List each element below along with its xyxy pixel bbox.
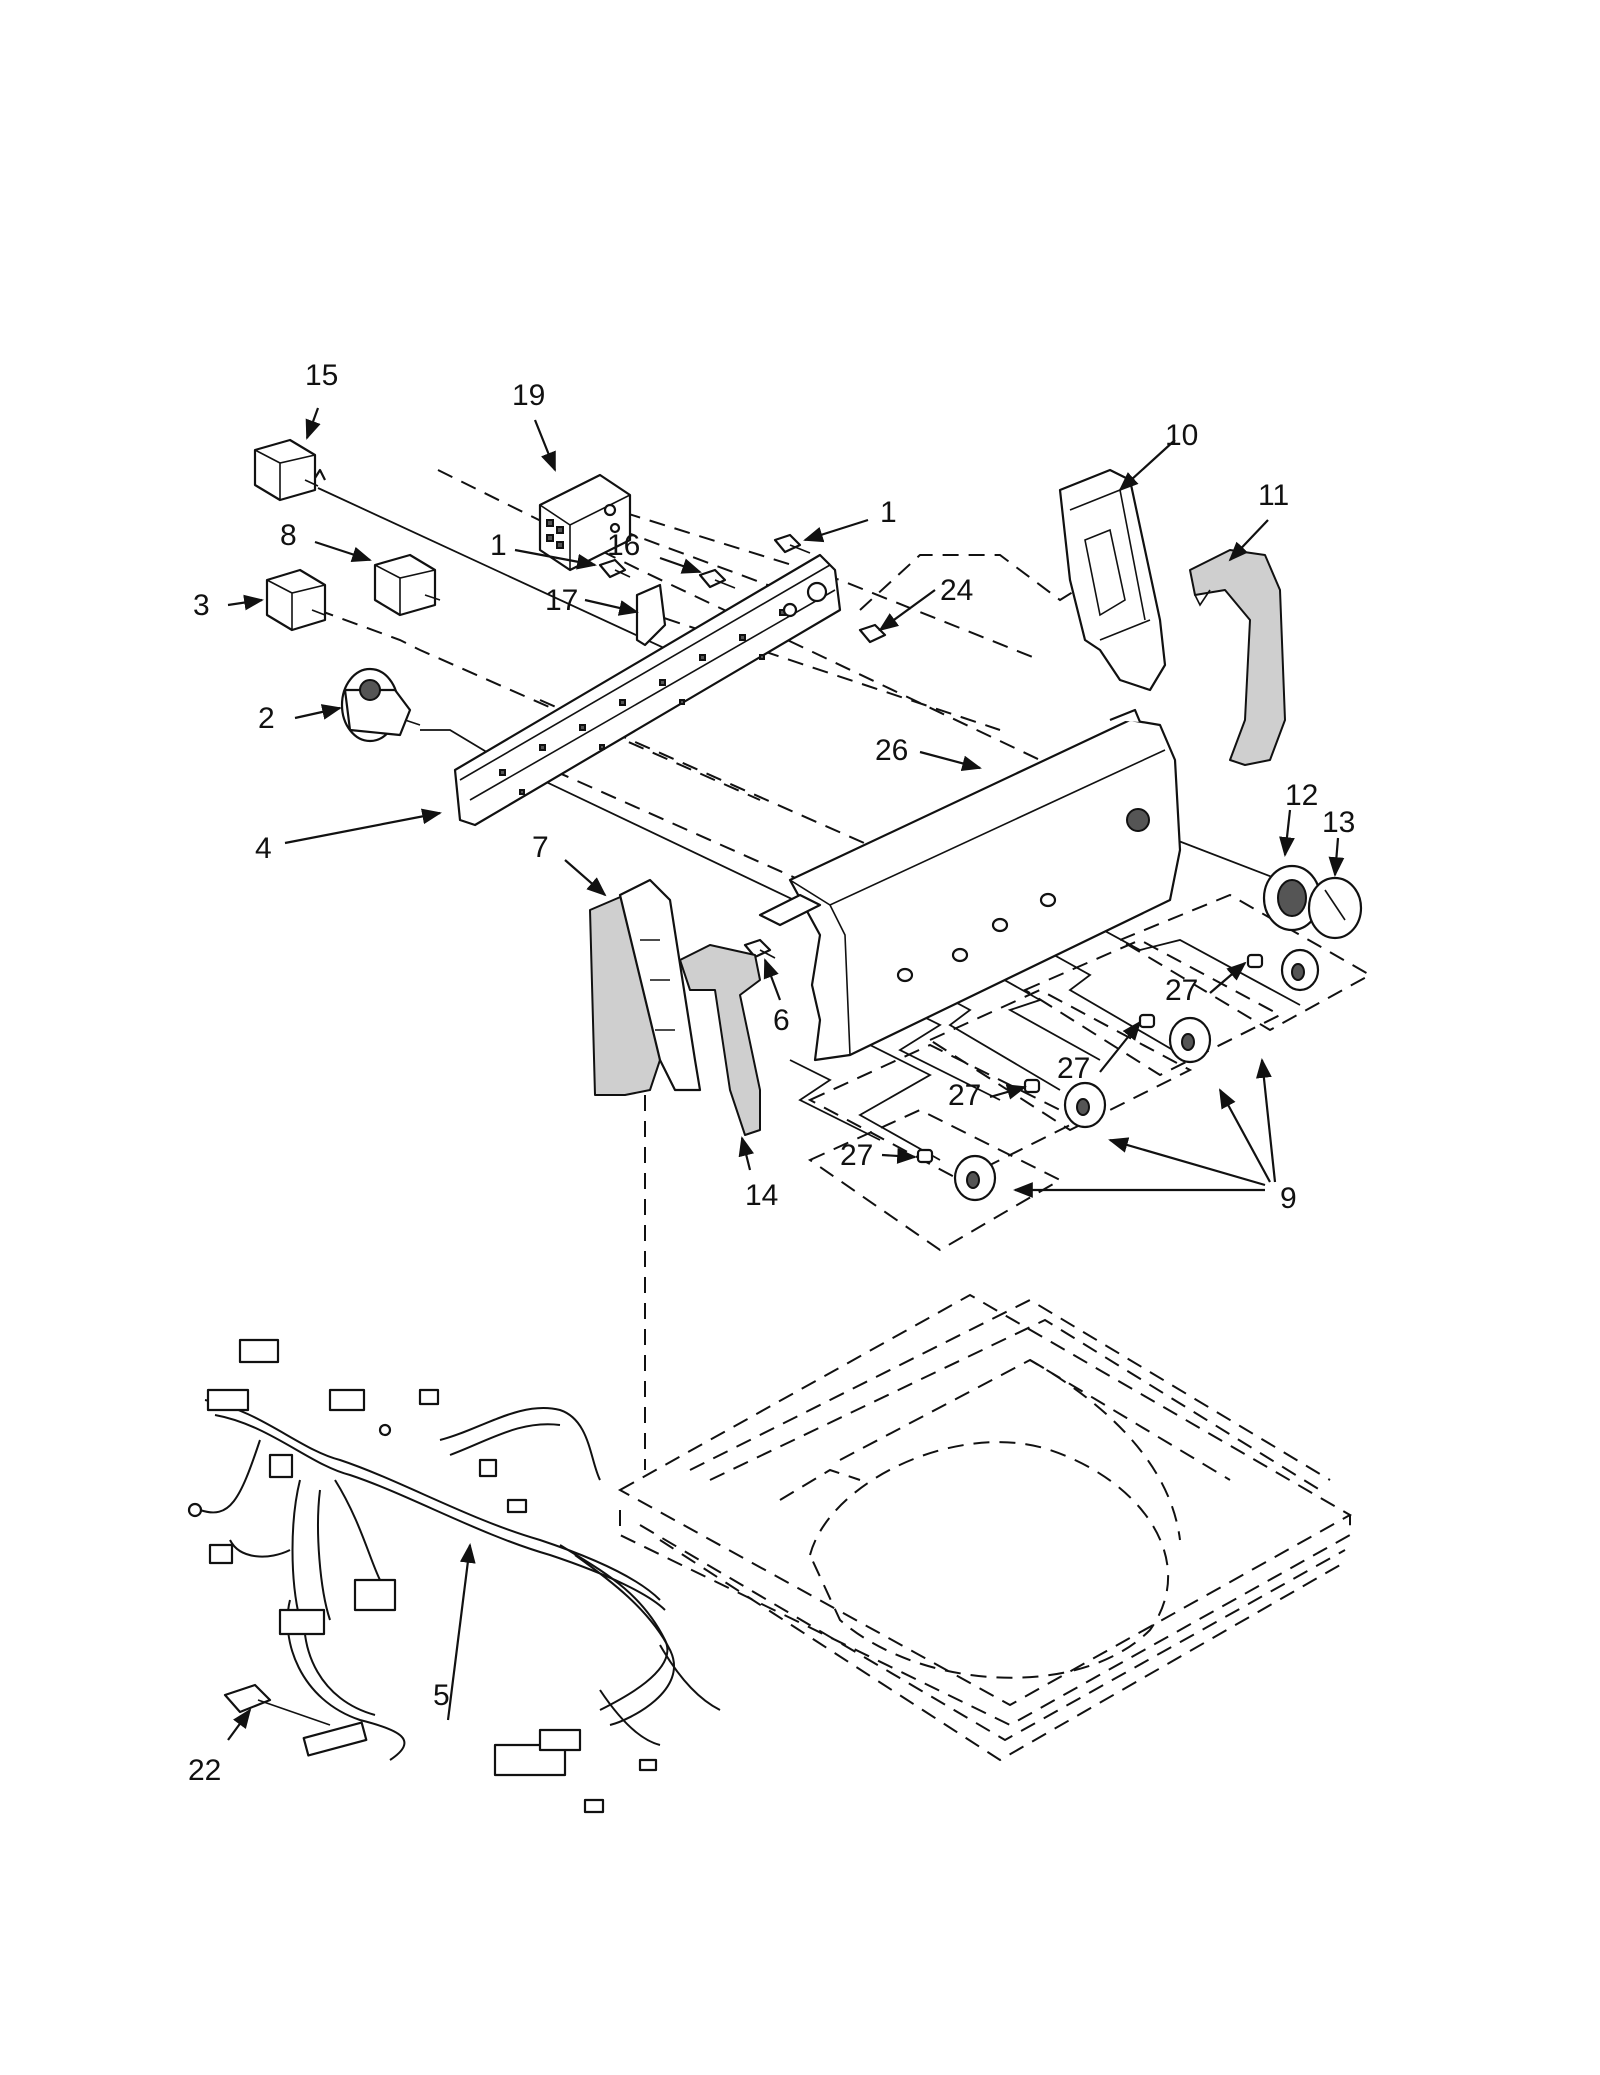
screw-1-top: [773, 533, 811, 554]
switch-8: [373, 553, 441, 617]
actuator-19: [538, 473, 632, 572]
callout-9: 9: [1280, 1182, 1297, 1215]
callout-10: 10: [1165, 419, 1198, 452]
knob-2: [1138, 1013, 1212, 1064]
timer-knob-13: [1307, 876, 1363, 940]
callout-5: 5: [433, 1679, 450, 1712]
console-back-panel: [758, 708, 1182, 1062]
callout-16: 16: [607, 529, 640, 562]
end-cap-trim-11: [1189, 549, 1286, 766]
callout-13: 13: [1322, 806, 1355, 839]
callout-12: 12: [1285, 779, 1318, 812]
callout-24: 24: [940, 574, 973, 607]
callout-26: 26: [875, 734, 908, 767]
callout-labels: 15 19 10 11 1 8 1 16 3 17 24 2 26 12 13 …: [188, 359, 1355, 1787]
screw-6: [743, 938, 776, 959]
knob-set: [916, 948, 1320, 1202]
screw-1-left: [598, 558, 631, 579]
timer-dial-12: [1262, 864, 1322, 932]
end-cap-7: [589, 878, 702, 1096]
screw-16: [698, 568, 736, 589]
callout-19: 19: [512, 379, 545, 412]
callout-27-c: 27: [948, 1079, 981, 1112]
washer-top-outline: [617, 1293, 1353, 1762]
callout-arrows: [227, 407, 1345, 1741]
callout-17: 17: [545, 584, 578, 617]
callout-27-a: 27: [1165, 974, 1198, 1007]
timer-2: [340, 667, 421, 743]
knob-1: [1246, 948, 1320, 992]
callout-8: 8: [280, 519, 297, 552]
sensor-22: [223, 1683, 368, 1757]
callout-3: 3: [193, 589, 210, 622]
callout-11: 11: [1258, 479, 1289, 512]
end-cap-10: [1058, 468, 1167, 692]
switch-3: [265, 568, 327, 632]
wire-harness-5: [187, 1338, 721, 1814]
callout-14: 14: [745, 1179, 778, 1212]
callout-4: 4: [255, 832, 272, 865]
callout-22: 22: [188, 1754, 221, 1787]
callout-27-d: 27: [840, 1139, 873, 1172]
callout-27-b: 27: [1057, 1052, 1090, 1085]
switch-15: [253, 438, 326, 502]
callout-6: 6: [773, 1004, 790, 1037]
control-bracket: [453, 553, 842, 827]
clip-17: [635, 583, 667, 647]
callout-7: 7: [532, 831, 549, 864]
callout-2: 2: [258, 702, 275, 735]
knob-3: [1023, 1078, 1107, 1129]
knob-4: [916, 1148, 997, 1202]
callout-1-left: 1: [490, 529, 507, 562]
callout-1-top: 1: [880, 496, 897, 529]
end-cap-trim-14: [679, 944, 761, 1136]
callout-15: 15: [305, 359, 338, 392]
screw-24: [858, 623, 887, 644]
